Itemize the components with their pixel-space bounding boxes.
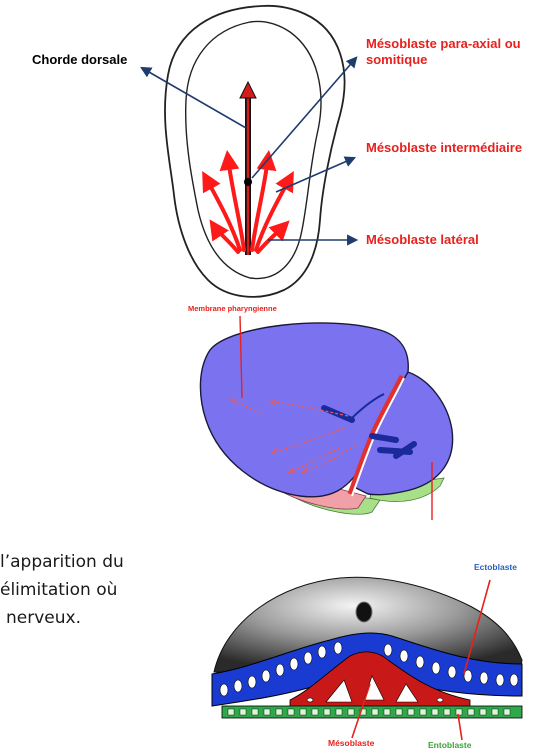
folding-embryo-figure [200,316,452,520]
label-chorde-dorsale: Chorde dorsale [32,52,127,67]
label-ectoblaste: Ectoblaste [474,562,517,572]
embryonic-disc-outer [165,6,345,297]
label-para-axial-line2: somitique [366,52,427,68]
trilaminar-section-figure [212,577,522,740]
label-para-axial-line1: Mésoblaste para-axial ou [366,36,521,52]
label-membrane-pharyngienne: Membrane pharyngienne [188,304,277,313]
notochord-arrowhead [240,82,256,98]
pointer-intermediaire [276,158,354,192]
label-entoblaste: Entoblaste [428,740,471,750]
embryonic-disc-figure [142,6,356,297]
primitive-node [244,178,252,186]
label-lateral: Mésoblaste latéral [366,232,479,248]
pointer-chorde-dorsale [142,68,246,128]
body-text-line3: nerveux. [6,608,81,628]
label-mesoblaste: Mésoblaste [328,738,374,748]
label-intermediaire: Mésoblaste intermédiaire [366,140,522,156]
primitive-pit [356,602,372,622]
body-text-line2: élimitation où [0,580,117,600]
body-text-line1: l’apparition du [0,552,124,572]
pointer-para-axial [252,58,356,178]
